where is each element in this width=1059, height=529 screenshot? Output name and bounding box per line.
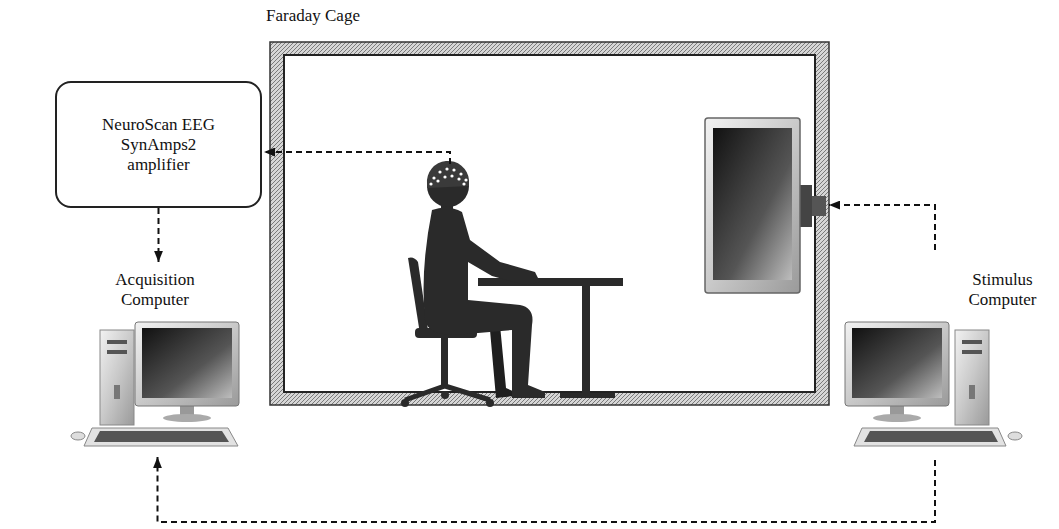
computer-illustration <box>71 322 239 446</box>
computer-monitor <box>135 322 239 406</box>
electrode <box>462 182 465 185</box>
electrode <box>464 178 467 181</box>
desk-foot <box>560 393 615 398</box>
electrode <box>429 182 432 185</box>
tower-badge <box>114 385 120 399</box>
amplifier-box: NeuroScan EEG SynAmps2 amplifier <box>55 81 262 208</box>
desk-top <box>478 278 623 286</box>
chair-wheel <box>486 399 494 407</box>
computer-screen <box>852 328 942 398</box>
monitor-screen <box>713 128 792 280</box>
desk-leg <box>582 286 590 396</box>
keyboard-keys <box>864 431 998 442</box>
keyboard <box>84 428 238 446</box>
person <box>424 161 545 398</box>
acquisition-computer: Acquisition Computer <box>75 262 240 457</box>
monitor-mount <box>812 196 826 216</box>
amplifier-label: NeuroScan EEG SynAmps2 amplifier <box>101 115 216 175</box>
display-signal-line <box>829 205 935 250</box>
cage-interior <box>284 55 815 392</box>
electrode <box>450 174 453 177</box>
monitor-bezel <box>705 118 800 293</box>
cage-wall <box>270 42 829 405</box>
computer-illustration <box>845 322 1022 446</box>
electrode-cap <box>427 161 469 188</box>
cage-heading: Faraday Cage <box>266 6 466 26</box>
computer-label: Stimulus Computer <box>950 270 1055 310</box>
electrode <box>438 170 441 173</box>
desk <box>478 278 623 398</box>
electrode <box>452 168 455 171</box>
monitor-bracket <box>800 185 812 227</box>
drive-slot <box>107 340 127 344</box>
chair-base <box>405 386 490 400</box>
keyboard-keys <box>94 431 229 442</box>
drive-slot <box>962 350 982 354</box>
tower-badge <box>969 385 975 399</box>
electrode-dots <box>429 167 467 185</box>
keyboard <box>854 428 1006 446</box>
signal-connector <box>158 208 160 262</box>
person-body <box>424 207 545 398</box>
stimulus-computer: Stimulus Computer <box>840 262 1059 460</box>
electrode <box>443 175 446 178</box>
eeg-cable-line <box>264 152 450 164</box>
wall-monitor <box>705 118 826 293</box>
monitor-foot <box>163 414 211 422</box>
electrode <box>432 176 435 179</box>
computer-screen <box>142 328 232 398</box>
chair-wheel <box>401 399 409 407</box>
drive-slot <box>962 340 982 344</box>
computer-tower <box>955 330 989 425</box>
chair-pole <box>441 338 448 388</box>
electrode <box>445 167 448 170</box>
faraday-cage: Faraday Cage <box>270 42 829 405</box>
mouse <box>71 432 85 440</box>
electrode <box>459 172 462 175</box>
mouse <box>1008 432 1022 440</box>
drive-slot <box>107 350 127 354</box>
monitor-foot <box>873 414 921 422</box>
computer-label: Acquisition Computer <box>105 270 205 310</box>
computer-monitor <box>845 322 949 406</box>
signal-connector <box>158 457 936 522</box>
computer-tower <box>100 330 134 425</box>
chair-wheel <box>441 391 449 399</box>
electrode <box>436 179 439 182</box>
electrode <box>457 177 460 180</box>
